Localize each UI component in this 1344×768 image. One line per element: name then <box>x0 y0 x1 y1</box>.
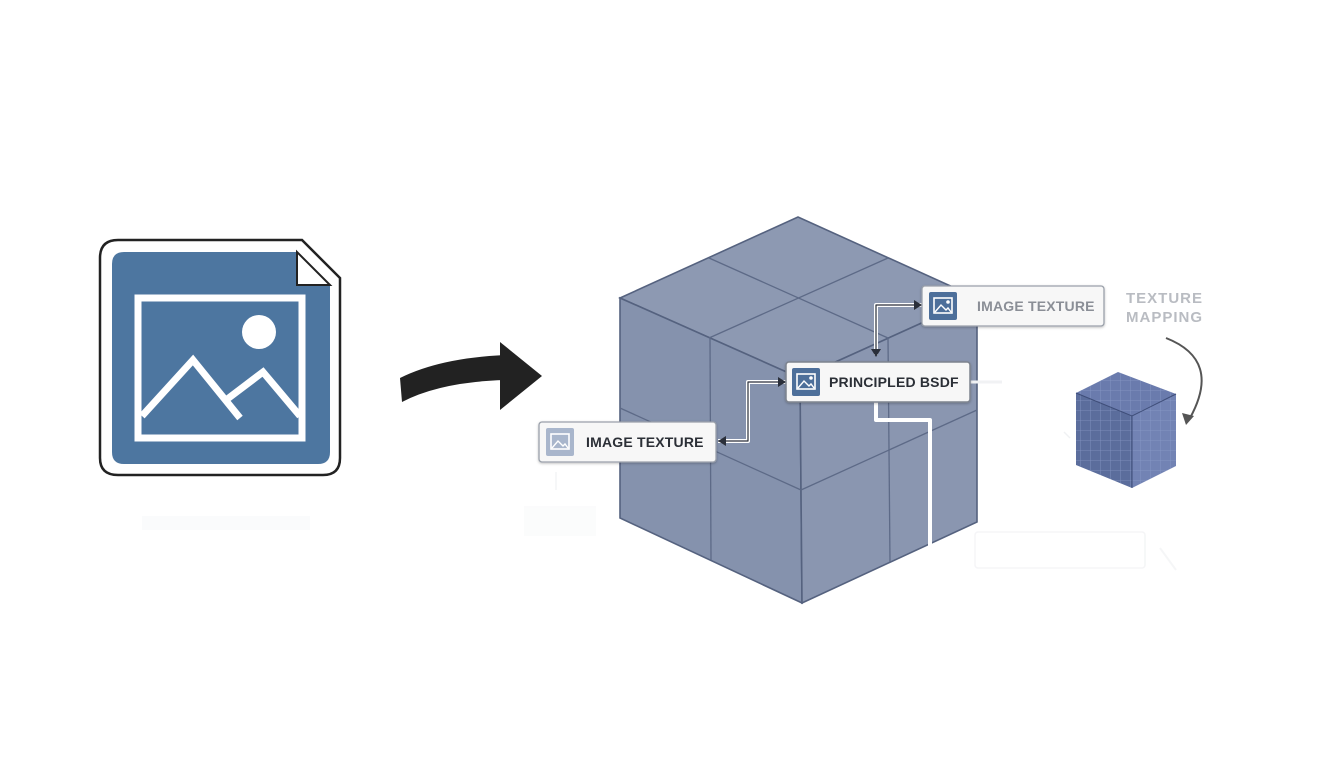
image-icon <box>929 292 957 320</box>
curved-arrow-icon <box>400 342 542 410</box>
image-texture-top-label: IMAGE TEXTURE <box>977 298 1095 314</box>
image-texture-left-label: IMAGE TEXTURE <box>586 434 704 450</box>
image-icon <box>792 368 820 396</box>
node-connections <box>718 300 1002 548</box>
principled-bsdf-node: PRINCIPLED BSDF <box>785 361 971 403</box>
image-texture-node-top: IMAGE TEXTURE <box>921 285 1105 327</box>
texture-mapping-caption: TEXTURE MAPPING <box>1126 290 1203 326</box>
textured-cube-icon <box>1075 372 1177 488</box>
principled-bsdf-label: PRINCIPLED BSDF <box>829 374 959 390</box>
faded-ghost-elements <box>142 431 1177 571</box>
material-cube <box>618 216 979 605</box>
image-icon <box>546 428 574 456</box>
mapping-arrow-icon <box>1165 337 1203 425</box>
image-texture-node-left: IMAGE TEXTURE <box>538 421 717 463</box>
image-file-icon <box>98 238 342 477</box>
caption-line-1: TEXTURE <box>1126 290 1203 307</box>
caption-line-2: MAPPING <box>1126 309 1203 326</box>
